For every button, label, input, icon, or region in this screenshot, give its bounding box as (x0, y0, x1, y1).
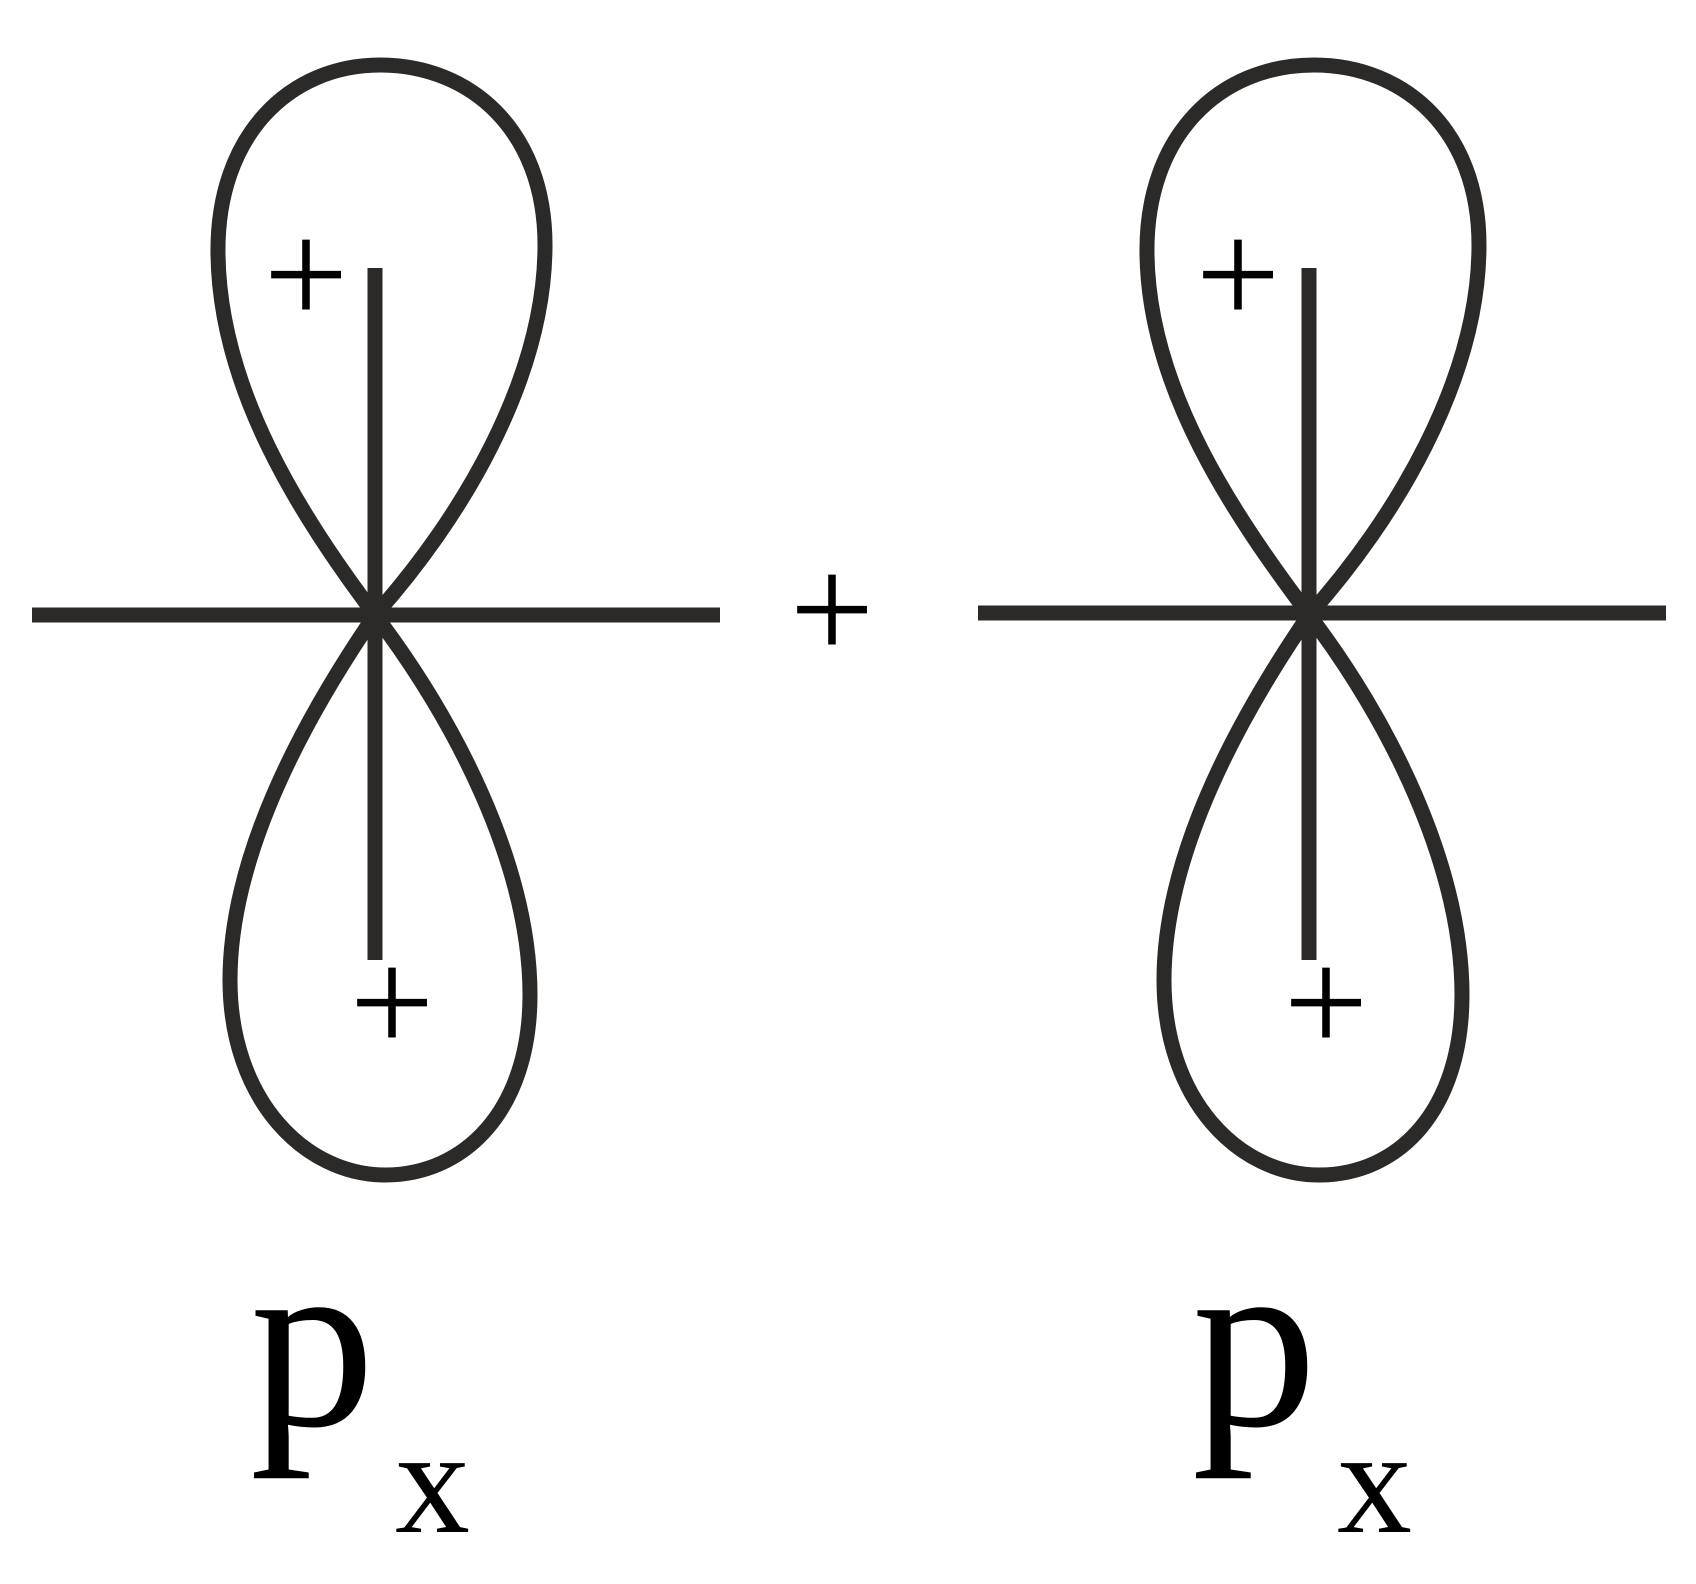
lower-lobe-sign-right: + (1284, 919, 1369, 1085)
orbital-symbol-left: p (250, 1203, 375, 1480)
orbital-subscript-right: x (1337, 1399, 1412, 1565)
addition-operator: + (790, 526, 875, 692)
upper-lobe-sign-right: + (1196, 191, 1281, 357)
upper-lobe-left (210, 57, 553, 623)
orbital-symbol-right: p (1192, 1203, 1317, 1480)
lower-lobe-right (1156, 607, 1470, 1183)
orbital-label-right: p x (1192, 1203, 1412, 1565)
lower-lobe-sign-left: + (350, 919, 435, 1085)
orbital-label-left: p x (250, 1203, 470, 1565)
upper-lobe-right (1139, 57, 1487, 623)
lower-lobe-left (222, 607, 538, 1183)
upper-lobe-sign-left: + (264, 191, 349, 357)
orbital-subscript-left: x (395, 1399, 470, 1565)
orbital-left: + + (32, 57, 720, 1183)
orbital-right: + + (978, 57, 1666, 1183)
